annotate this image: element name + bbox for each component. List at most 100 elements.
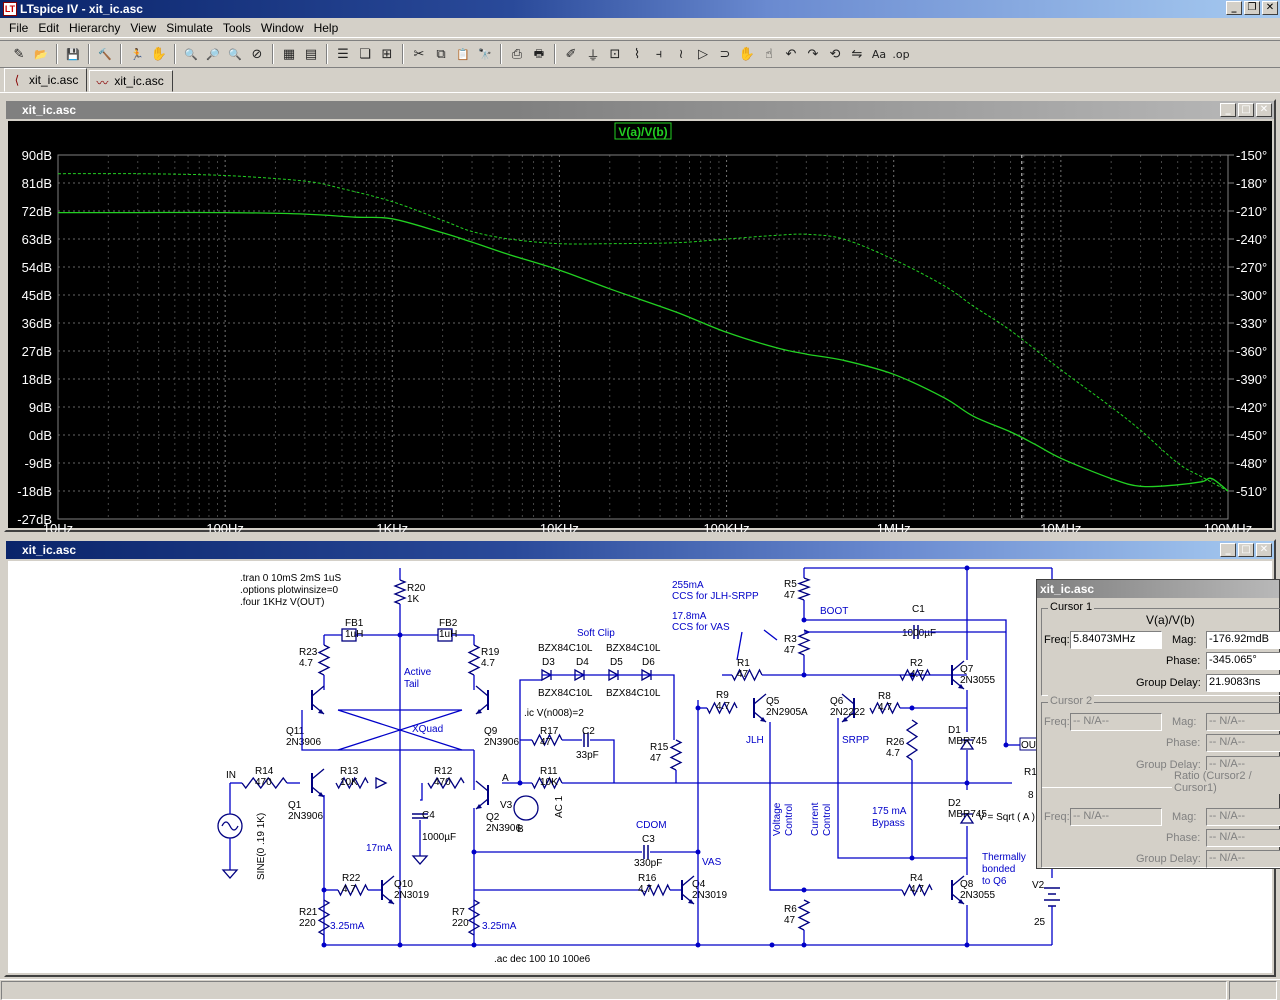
halt-icon[interactable]: ✋: [150, 46, 168, 62]
zoom-cancel-icon[interactable]: ⊘: [251, 46, 263, 62]
schematic-window-title-bar[interactable]: xit_ic.asc _ □ ✕: [6, 541, 1274, 559]
inductor-icon[interactable]: ≀: [678, 46, 684, 62]
grid-icon[interactable]: ▤: [304, 46, 318, 62]
schematic-drawing[interactable]: .tran 0 10mS 2mS 1uS.options plotwinsize…: [8, 561, 1272, 973]
r14-value: 470: [255, 777, 272, 788]
ground-icon[interactable]: ⏚: [586, 48, 600, 64]
r14-ref: R14: [255, 766, 274, 777]
cursor1-mag-label: Mag:: [1172, 634, 1197, 646]
plot-minimize-button[interactable]: _: [1220, 103, 1236, 117]
schematic-minimize-button[interactable]: _: [1220, 543, 1236, 557]
menu-simulate[interactable]: Simulate: [166, 20, 213, 35]
wire-icon[interactable]: ✐: [565, 46, 577, 62]
q5-ref: Q5: [766, 696, 780, 707]
tile-vertical-icon[interactable]: ⊞: [381, 46, 393, 62]
r20-ref: R20: [407, 583, 426, 594]
srpp-label: SRPP: [842, 735, 870, 746]
print-icon[interactable]: 🖶: [533, 46, 545, 60]
print-setup-icon[interactable]: ⎙: [511, 46, 523, 62]
spice-directive-icon[interactable]: .op: [892, 47, 910, 61]
cursor-dialog[interactable]: xit_ic.asc Cursor 1 V(a)/V(b) Freq: 5.84…: [1036, 579, 1280, 869]
toolbar-separator: [402, 44, 404, 64]
x-axis-tick-label: 10KHz: [540, 521, 579, 532]
paste-icon[interactable]: 📋: [456, 47, 470, 61]
schematic-maximize-button[interactable]: □: [1238, 543, 1254, 557]
cursor1-phase-field[interactable]: -345.065°: [1206, 652, 1280, 670]
cascade-icon[interactable]: ❏: [359, 46, 371, 62]
redo-icon[interactable]: ↷: [807, 46, 819, 62]
label-net-icon[interactable]: ⊡: [609, 46, 621, 62]
text-icon[interactable]: Aa: [871, 47, 887, 61]
control-panel-icon[interactable]: 🔨: [98, 47, 112, 61]
trace-label[interactable]: V(a)/V(b): [618, 125, 667, 139]
copy-icon[interactable]: ⧉: [436, 46, 446, 62]
cursor-dialog-title[interactable]: xit_ic.asc: [1037, 580, 1279, 598]
tile-horizontal-icon[interactable]: ☰: [337, 46, 349, 62]
mirror-icon[interactable]: ⇋: [851, 46, 863, 62]
zoom-out-icon[interactable]: 🔍: [228, 47, 242, 61]
tab-waveform[interactable]: 〰 xit_ic.asc: [89, 70, 173, 92]
q8-value: 2N3055: [960, 890, 995, 901]
menu-hierarchy[interactable]: Hierarchy: [69, 20, 121, 35]
cursor1-group-delay-field[interactable]: 21.9083ns: [1206, 674, 1280, 692]
tab-schematic[interactable]: ⟨ xit_ic.asc: [4, 68, 88, 92]
capacitor-icon[interactable]: ⫞: [655, 46, 663, 62]
menu-file[interactable]: File: [9, 20, 29, 35]
schematic-close-button[interactable]: ✕: [1256, 543, 1272, 557]
ccs-note-2: CCS for JLH-SRPP: [672, 591, 759, 602]
resistor-symbol: [531, 776, 563, 790]
run-icon[interactable]: 🏃: [130, 47, 144, 61]
restore-button[interactable]: ❐: [1244, 1, 1260, 15]
menu-window[interactable]: Window: [260, 20, 304, 35]
menu-edit[interactable]: Edit: [38, 20, 60, 35]
plot-window-title-bar[interactable]: xit_ic.asc _ □ ✕: [6, 101, 1274, 119]
menu-tools[interactable]: Tools: [222, 20, 251, 35]
output-label: OUT: [1021, 740, 1042, 751]
schematic-window-title: xit_ic.asc: [22, 543, 77, 557]
diode-icon[interactable]: ▷: [698, 46, 708, 62]
cut-icon[interactable]: ✂: [413, 46, 425, 62]
app-title-bar[interactable]: LT LTspice IV - xit_ic.asc _ ❐ ✕: [0, 0, 1280, 18]
left-axis-tick-label: 27dB: [22, 344, 52, 359]
resistor-symbol: [337, 883, 369, 897]
new-schematic-icon[interactable]: ✎: [13, 46, 25, 62]
r6-ref: R6: [784, 904, 797, 915]
resistor-icon[interactable]: ⌇: [633, 46, 641, 62]
bode-plot[interactable]: 90dB81dB72dB63dB54dB45dB36dB27dB18dB9dB0…: [8, 121, 1276, 536]
drag-icon[interactable]: ☝: [765, 46, 773, 62]
series-phase-trace: [57, 173, 1229, 492]
move-icon[interactable]: ✋: [738, 46, 756, 62]
ltspice-app-icon[interactable]: LT: [3, 2, 17, 16]
toolbar-separator: [272, 44, 274, 64]
resistor-symbol: [317, 644, 331, 676]
x-axis-tick-label: 100KHz: [703, 521, 749, 532]
left-axis-tick-label: 0dB: [29, 428, 52, 443]
menu-view[interactable]: View: [130, 20, 157, 35]
close-button[interactable]: ✕: [1262, 1, 1278, 15]
save-icon[interactable]: 💾: [66, 47, 80, 61]
find-icon[interactable]: 🔭: [478, 47, 492, 61]
r5-value: 47: [784, 590, 796, 601]
pan-icon[interactable]: 🔎: [206, 47, 220, 61]
plot-close-button[interactable]: ✕: [1256, 103, 1272, 117]
cursor1-mag-field[interactable]: -176.92mdB: [1206, 631, 1280, 649]
component-icon[interactable]: ⊃: [719, 46, 731, 62]
left-axis-tick-label: 90dB: [22, 148, 52, 163]
zoom-in-icon[interactable]: 🔍: [184, 47, 198, 61]
resistor-symbol: [731, 668, 763, 682]
cursor1-freq-field[interactable]: 5.84073MHz: [1070, 631, 1162, 649]
plot-maximize-button[interactable]: □: [1238, 103, 1254, 117]
menu-help[interactable]: Help: [313, 20, 339, 35]
minimize-button[interactable]: _: [1226, 1, 1242, 15]
toolbar-separator: [326, 44, 328, 64]
left-axis-tick-label: 18dB: [22, 372, 52, 387]
resistor-symbol: [905, 719, 919, 761]
q4-value: 2N3019: [692, 890, 727, 901]
open-icon[interactable]: 📂: [34, 47, 48, 61]
undo-icon[interactable]: ↶: [785, 46, 797, 62]
r8-ref: R8: [878, 691, 891, 702]
rotate-icon[interactable]: ⟲: [829, 46, 841, 62]
autorange-icon[interactable]: ▦: [282, 46, 296, 62]
